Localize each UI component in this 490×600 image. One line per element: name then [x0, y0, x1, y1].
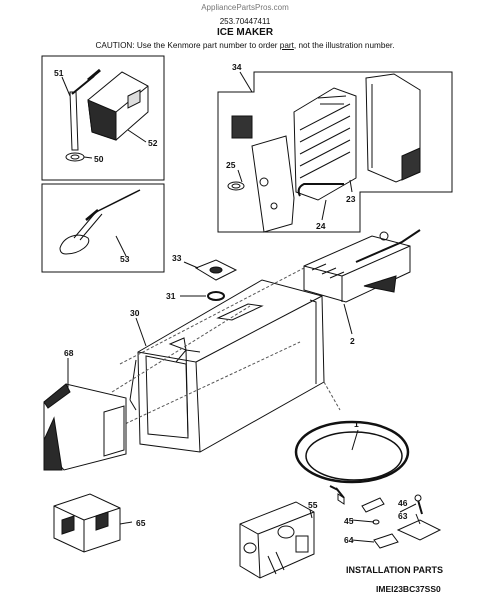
detail-box-fill-cup: [41, 183, 165, 273]
callout-68: 68: [64, 348, 74, 358]
model-number: 253.70447411: [219, 17, 271, 26]
diagram-title: ICE MAKER: [216, 27, 274, 38]
grommet[interactable]: [65, 152, 85, 162]
callout-24: 24: [316, 221, 326, 231]
fill-tube-heater[interactable]: [69, 68, 101, 151]
installation-parts-label: INSTALLATION PARTS: [346, 565, 443, 575]
bin-bracket[interactable]: [53, 493, 121, 553]
callout-25: 25: [226, 160, 236, 170]
callout-33: 33: [172, 253, 182, 263]
callout-45: 45: [344, 516, 354, 526]
callout-1: 1: [354, 419, 359, 429]
water-valve[interactable]: [239, 501, 315, 579]
callout-34: 34: [232, 62, 242, 72]
fill-tube-cover[interactable]: [87, 71, 149, 141]
mounting-screw[interactable]: [414, 494, 423, 515]
diagram-code: IMEI23BC37SS0: [376, 584, 441, 594]
site-watermark: AppliancePartsPros.com: [201, 3, 289, 12]
evaporator-coil[interactable]: [293, 87, 357, 201]
caution-text-end: , not the illustration number.: [293, 41, 395, 50]
o-ring[interactable]: [207, 291, 225, 301]
callout-53: 53: [120, 254, 130, 264]
callout-51: 51: [54, 68, 64, 78]
callout-2: 2: [350, 336, 355, 346]
callout-46: 46: [398, 498, 408, 508]
compression-fitting[interactable]: [361, 497, 385, 525]
part-link[interactable]: part: [279, 41, 294, 50]
detail-box-fill-tube: [41, 55, 165, 181]
front-cover[interactable]: [43, 383, 127, 471]
caution-note: CAUTION: Use the Kenmore part number to …: [0, 41, 490, 50]
fill-cup[interactable]: [59, 189, 141, 255]
heater-panel[interactable]: [231, 115, 295, 233]
tube-clip[interactable]: [373, 533, 399, 549]
callout-23: 23: [346, 194, 356, 204]
callout-55: 55: [308, 500, 318, 510]
callout-labels: 51 52 50 53 34 25 24 23 33 31 30 2 68 1 …: [54, 62, 408, 545]
ice-bin-housing[interactable]: [129, 279, 325, 453]
caution-text: CAUTION: Use the Kenmore part number to …: [95, 41, 280, 50]
callout-50: 50: [94, 154, 104, 164]
callout-64: 64: [344, 535, 354, 545]
heater-clip[interactable]: [227, 181, 245, 191]
tube-clamp[interactable]: [396, 519, 442, 541]
water-tray[interactable]: [365, 73, 421, 183]
ice-maker-assembly[interactable]: [303, 229, 421, 303]
water-tubing[interactable]: [294, 420, 410, 505]
callout-63: 63: [398, 511, 408, 521]
callout-52: 52: [148, 138, 158, 148]
gasket-pad[interactable]: [194, 259, 238, 281]
callout-65: 65: [136, 518, 146, 528]
callout-31: 31: [166, 291, 176, 301]
callout-30: 30: [130, 308, 140, 318]
